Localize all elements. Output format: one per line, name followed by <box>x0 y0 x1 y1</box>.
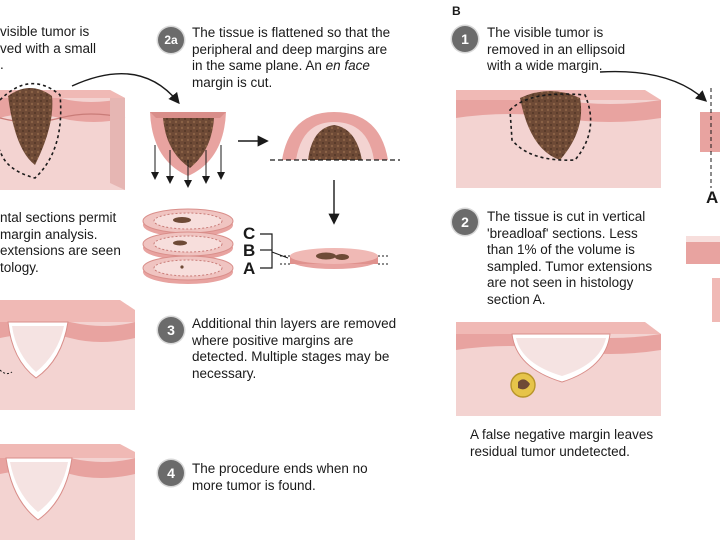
step-3-text: Additional thin layers are removed where… <box>192 316 396 382</box>
step-b1-badge: 1 <box>452 26 478 52</box>
section-label-a: A <box>243 259 255 279</box>
step-3-badge: 3 <box>158 317 184 343</box>
skin-block-step1 <box>0 84 125 190</box>
step-4-text: The procedure ends when no more tumor is… <box>192 461 368 494</box>
step-b2-text: The tissue is cut in vertical 'breadloaf… <box>487 209 652 308</box>
step-a1-text: visible tumor is ved with a small . <box>0 24 96 74</box>
excised-specimen <box>150 112 226 186</box>
skin-block-b1 <box>456 90 661 188</box>
en-face-section <box>280 248 388 269</box>
section-label-b: B <box>243 241 255 261</box>
step-b1-text: The visible tumor is removed in an ellip… <box>487 25 625 75</box>
panel-b-label: B <box>452 4 461 18</box>
horizontal-sections-stack <box>143 209 288 284</box>
skin-block-step3 <box>0 300 135 410</box>
step-a2-text: ntal sections permit margin analysis. ex… <box>0 210 121 276</box>
skin-block-step4 <box>0 444 135 540</box>
flattened-specimen <box>270 112 400 160</box>
section-b-label-a: A <box>706 188 718 208</box>
step-4-badge: 4 <box>158 460 184 486</box>
skin-block-b2 <box>456 322 661 416</box>
step-2a-text: The tissue is flattened so that the peri… <box>192 25 390 91</box>
false-negative-caption: A false negative margin leaves residual … <box>470 427 653 460</box>
step-b2-badge: 2 <box>452 209 478 235</box>
step-2a-badge: 2a <box>158 27 184 53</box>
